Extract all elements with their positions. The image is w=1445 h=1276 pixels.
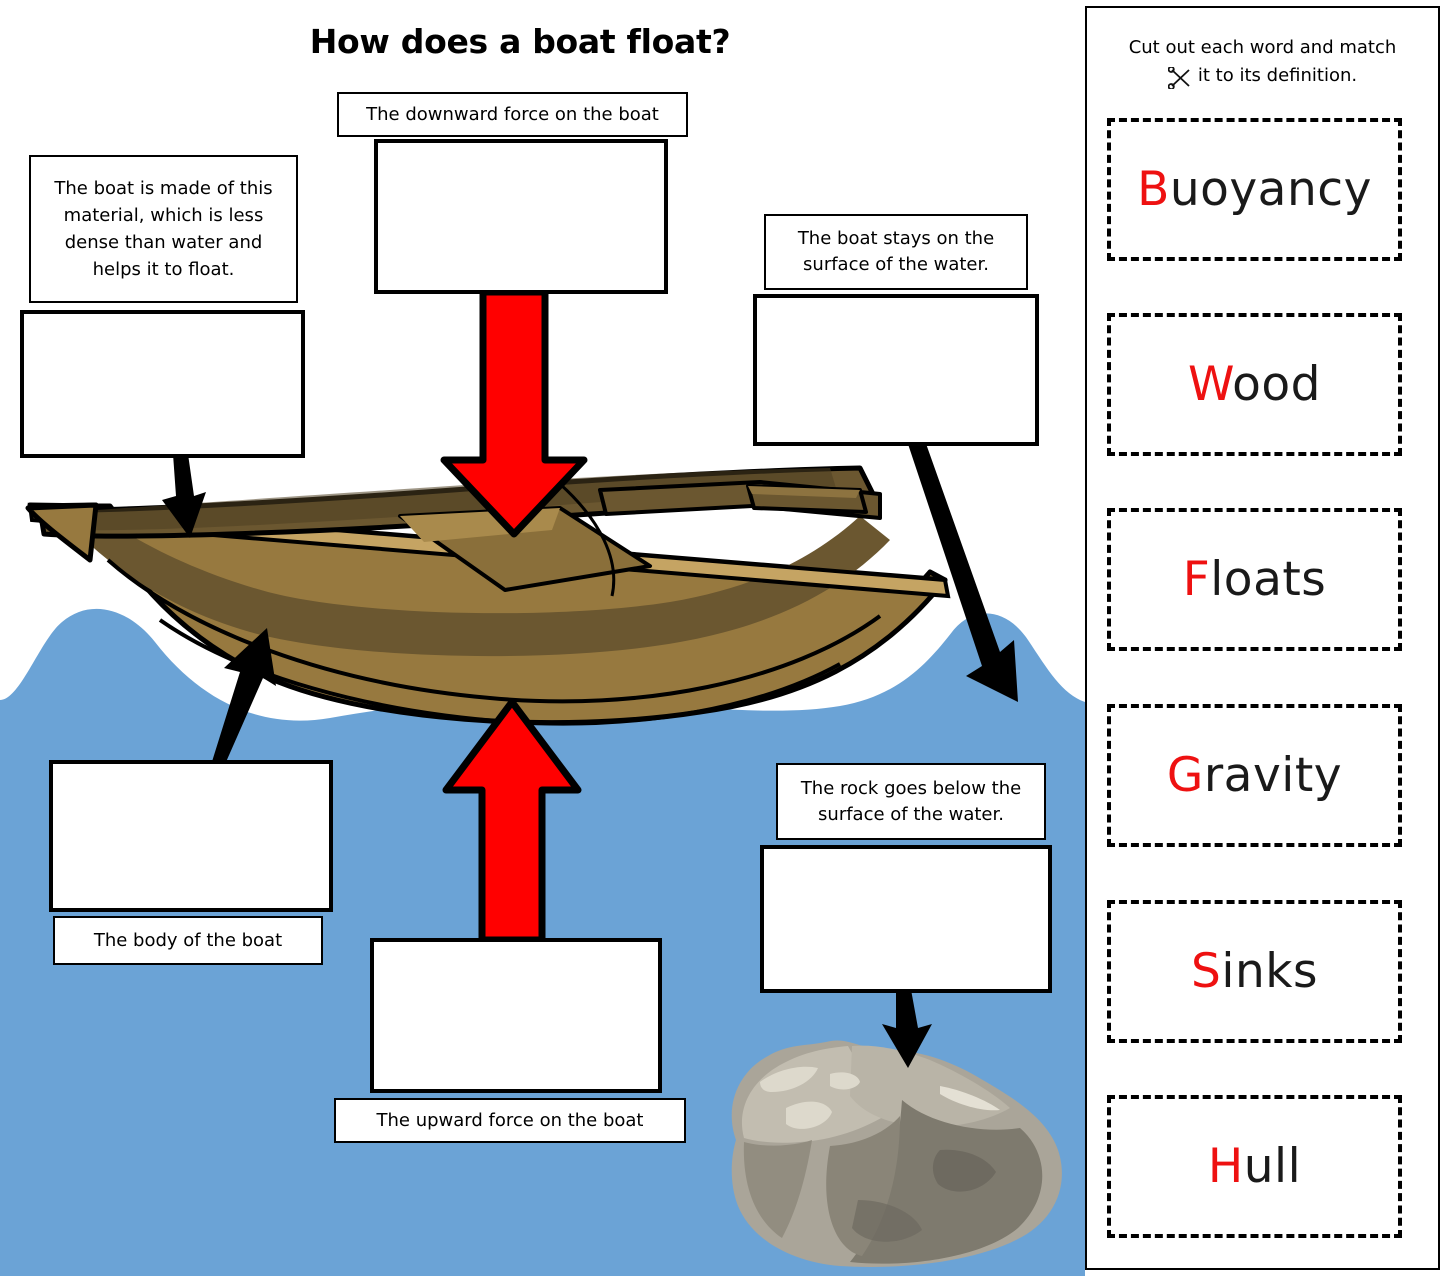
rock-highlight-3 (786, 1101, 832, 1129)
answer-box-floats[interactable] (753, 294, 1039, 446)
word-card-floats[interactable]: Floats (1107, 508, 1402, 651)
word-first-letter: G (1166, 748, 1204, 803)
word-card-buoyancy[interactable]: Buoyancy (1107, 118, 1402, 261)
word-rest: ood (1232, 357, 1322, 412)
rock-crevice-1 (932, 1149, 996, 1192)
pointer-arrow-floats (908, 438, 1018, 702)
rock-illustration (731, 1040, 1062, 1267)
hull-interior-shade (58, 510, 890, 657)
rock-highlight-4 (940, 1086, 1000, 1111)
pointer-arrow-wood (162, 440, 206, 538)
hint-sinks-text: The rock goes below the surface of the w… (800, 777, 1022, 825)
hint-buoyancy-text: The upward force on the boat (376, 1109, 644, 1131)
answer-box-gravity[interactable] (374, 139, 668, 294)
hint-gravity-text: The downward force on the boat (366, 103, 659, 125)
red-down-arrow-shape (440, 288, 588, 538)
hint-buoyancy: The upward force on the boat (334, 1098, 686, 1143)
hint-wood: The boat is made of this material, which… (29, 155, 298, 303)
answer-box-hull[interactable] (49, 760, 333, 912)
rock-highlight-2 (830, 1072, 860, 1090)
word-first-letter: W (1187, 357, 1233, 412)
word-rest: ravity (1203, 748, 1343, 803)
hint-gravity: The downward force on the boat (337, 92, 688, 137)
word-card-sinks-label: Sinks (1191, 944, 1318, 999)
word-first-letter: S (1191, 944, 1222, 999)
answer-box-sinks[interactable] (760, 845, 1052, 993)
word-card-gravity[interactable]: Gravity (1107, 704, 1402, 847)
hull-plank-line-1 (106, 558, 882, 704)
hull-inner-edge (558, 482, 616, 597)
boat-motor-mount-top (748, 486, 860, 498)
word-rest: inks (1221, 944, 1318, 999)
arrow-sinks-shape (882, 984, 932, 1068)
hint-wood-text: The boat is made of this material, which… (54, 178, 273, 280)
word-card-buoyancy-label: Buoyancy (1137, 162, 1372, 217)
page-title-text: How does a boat float? (309, 22, 731, 61)
hint-hull-text: The body of the boat (93, 929, 283, 951)
cut-instruction-line1: Cut out each word and match (1128, 37, 1397, 58)
answer-box-buoyancy[interactable] (370, 938, 662, 1093)
answer-box-wood[interactable] (20, 310, 305, 458)
word-rest: loats (1210, 552, 1327, 607)
word-bank-sidebar: Cut out each word and match it to its de… (1085, 6, 1440, 1270)
word-first-letter: F (1182, 552, 1211, 607)
rock-top-facet-left (741, 1046, 906, 1143)
rock-shadow-center (826, 1116, 900, 1256)
word-rest: uoyancy (1169, 162, 1372, 217)
rock-crevice-2 (852, 1200, 922, 1242)
hull-bow (25, 502, 99, 563)
hint-floats-text: The boat stays on the surface of the wat… (797, 228, 995, 275)
red-down-arrow (440, 288, 588, 538)
word-card-floats-label: Floats (1183, 552, 1327, 607)
page-title: How does a boat float? (0, 22, 1060, 61)
word-card-hull[interactable]: Hull (1107, 1095, 1402, 1238)
arrow-wood-shape (162, 440, 206, 538)
word-card-hull-label: Hull (1208, 1139, 1301, 1194)
word-card-wood[interactable]: Wood (1107, 313, 1402, 456)
word-card-gravity-label: Gravity (1167, 748, 1342, 803)
pointer-arrow-sinks (882, 984, 932, 1068)
word-card-sinks[interactable]: Sinks (1107, 900, 1402, 1043)
cut-instruction-line2-row: it to its definition. (1087, 62, 1438, 90)
rock-shadow-left (743, 1140, 812, 1238)
arrow-hull-shape (210, 628, 276, 768)
hint-sinks: The rock goes below the surface of the w… (776, 763, 1046, 840)
pointer-arrow-hull (210, 628, 276, 768)
rock-highlight-1 (760, 1066, 818, 1092)
word-first-letter: H (1207, 1139, 1244, 1194)
arrow-floats-shape (908, 438, 1018, 702)
cut-instruction-line2-text: it to its definition. (1197, 64, 1358, 86)
word-rest: ull (1243, 1139, 1302, 1194)
word-first-letter: B (1137, 162, 1170, 217)
hull-interior-depth (70, 468, 836, 531)
word-card-wood-label: Wood (1188, 357, 1321, 412)
cut-instruction: Cut out each word and match it to its de… (1087, 34, 1438, 90)
scissors-icon (1167, 65, 1194, 90)
hint-hull: The body of the boat (53, 916, 323, 965)
hint-floats: The boat stays on the surface of the wat… (764, 214, 1028, 290)
